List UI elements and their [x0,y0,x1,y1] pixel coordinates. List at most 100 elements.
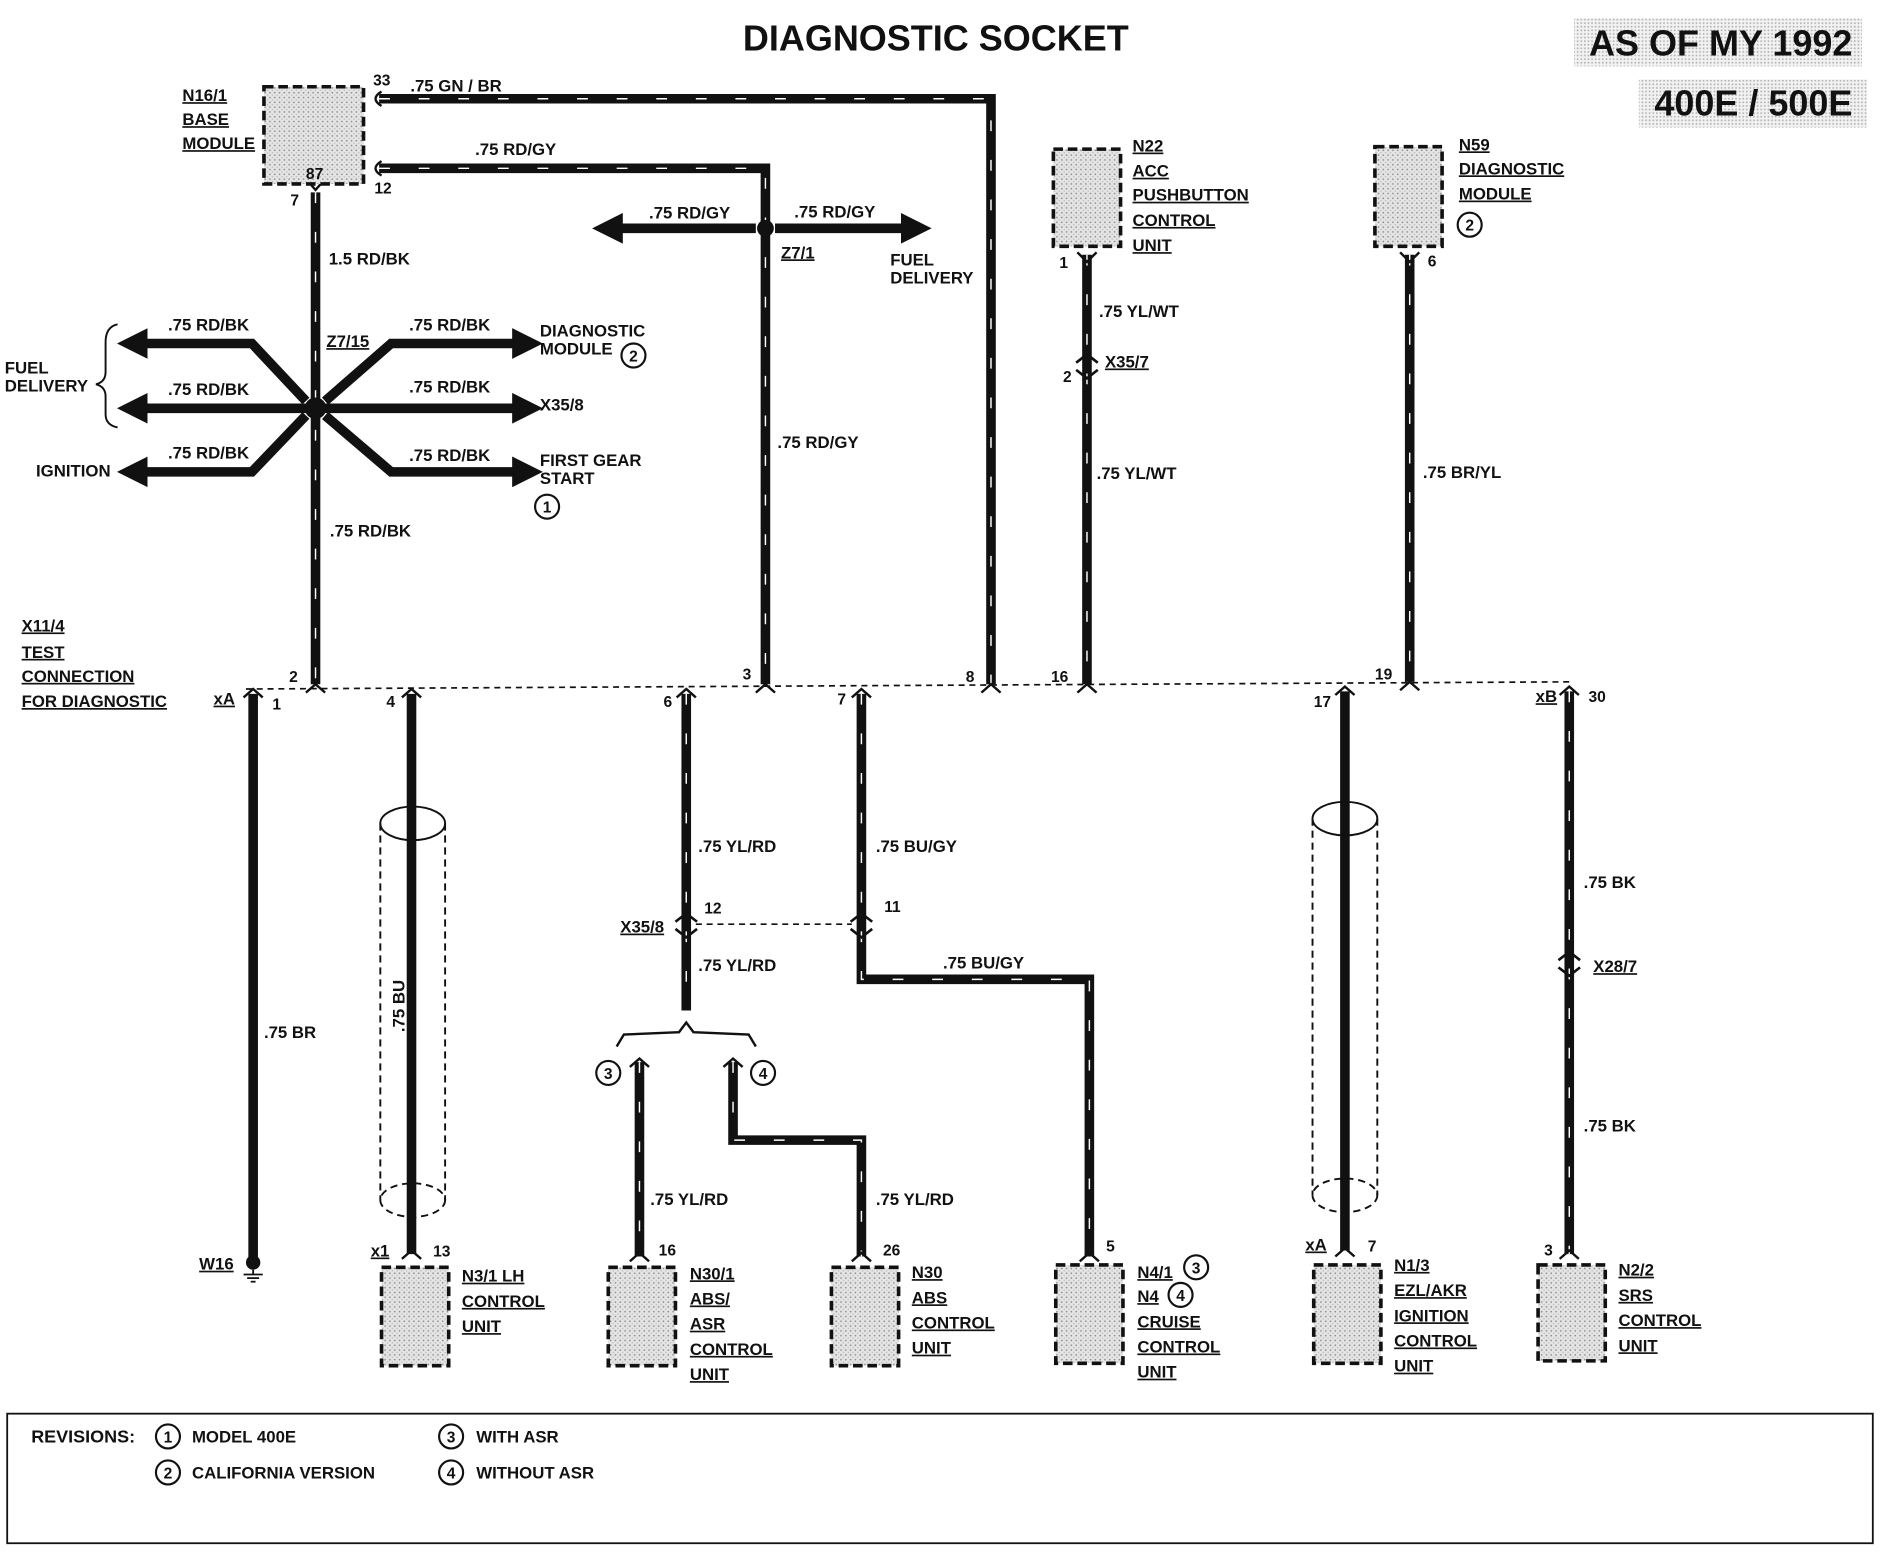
svg-text:IGNITION: IGNITION [36,462,111,481]
revision-markers: 2 2 1 3 4 3 4 [534,211,1483,1308]
svg-text:IGNITION: IGNITION [1394,1306,1469,1325]
model-year-label: AS OF MY 1992 [1589,23,1852,64]
svg-text:FIRST GEAR: FIRST GEAR [540,451,642,470]
shield-n1-3 [1311,800,1379,1214]
svg-text:12: 12 [704,900,722,917]
svg-text:xA: xA [214,690,235,709]
model-year-box [1574,18,1863,67]
socket-pin-marks [242,680,1580,699]
component-pin-hooks [401,251,1580,1263]
svg-text:2: 2 [164,1465,173,1482]
svg-text:.75 BK: .75 BK [1584,873,1636,892]
svg-text:CONTROL: CONTROL [690,1340,773,1359]
svg-text:.75 YL/RD: .75 YL/RD [698,837,776,856]
wire-rd-bk-diag [321,328,543,405]
svg-text:DELIVERY: DELIVERY [5,376,88,395]
svg-text:x1: x1 [371,1241,390,1260]
svg-text:Z7/1: Z7/1 [781,243,815,262]
svg-text:4: 4 [447,1465,456,1482]
svg-text:ABS: ABS [912,1288,947,1307]
svg-text:N30: N30 [912,1263,943,1282]
n16-1-label: N16/1 BASE MODULE [182,86,255,153]
svg-text:2: 2 [289,669,298,686]
svg-text:UNIT: UNIT [1618,1336,1658,1355]
svg-text:N1/3: N1/3 [1394,1256,1429,1275]
wire-rd-gy-main [379,163,771,685]
n59-label: N59 DIAGNOSTIC MODULE [1459,135,1564,203]
n30-1-label: N30/1 ABS/ ASR CONTROL UNIT [690,1264,773,1384]
wire-rd-bk-fuel-1 [116,328,310,405]
svg-text:4: 4 [759,1066,768,1083]
svg-text:6: 6 [1428,254,1437,271]
svg-text:1: 1 [164,1429,173,1446]
svg-text:W16: W16 [199,1255,234,1274]
svg-text:.75 YL/RD: .75 YL/RD [876,1190,954,1209]
svg-text:2: 2 [1063,369,1072,386]
svg-text:.75 YL/RD: .75 YL/RD [698,956,776,975]
svg-text:FUEL: FUEL [5,358,49,377]
svg-text:DIAGNOSTIC: DIAGNOSTIC [540,321,645,340]
n22-label: N22 ACC PUSHBUTTON CONTROL UNIT [1133,137,1249,256]
n1-3-label: N1/3 EZL/AKR IGNITION CONTROL UNIT [1394,1256,1477,1376]
svg-text:.75 BK: .75 BK [1584,1117,1636,1136]
svg-text:8: 8 [966,669,975,686]
svg-text:7: 7 [290,193,299,210]
n30-1-box [606,1265,678,1368]
svg-text:.75 RD/GY: .75 RD/GY [475,140,556,159]
svg-text:33: 33 [373,73,391,90]
svg-text:.75 BU/GY: .75 BU/GY [943,954,1024,973]
svg-text:MODEL 400E: MODEL 400E [192,1427,296,1446]
svg-text:.75 RD/GY: .75 RD/GY [794,203,875,222]
svg-text:13: 13 [433,1243,451,1260]
wires [116,93,1575,1261]
svg-text:UNIT: UNIT [1394,1357,1434,1376]
n16-1-box [262,84,366,186]
svg-text:EZL/AKR: EZL/AKR [1394,1281,1467,1300]
svg-text:1: 1 [543,500,552,517]
inline-connector-marks [674,352,1581,978]
svg-text:11: 11 [884,899,901,916]
svg-text:.75 YL/RD: .75 YL/RD [650,1190,728,1209]
ground-symbol-w16 [243,1255,263,1283]
svg-text:CONTROL: CONTROL [1133,211,1216,230]
n30-box [829,1265,901,1368]
svg-text:.75 RD/BK: .75 RD/BK [168,380,249,399]
svg-text:DELIVERY: DELIVERY [890,269,973,288]
svg-text:.75 RD/BK: .75 RD/BK [330,522,411,541]
svg-text:WITHOUT ASR: WITHOUT ASR [476,1463,594,1482]
wire-yl-rd-n30 [728,1062,867,1257]
svg-text:3: 3 [1192,1260,1201,1277]
n59-box [1373,144,1444,249]
svg-text:.75 GN / BR: .75 GN / BR [410,77,501,96]
svg-text:4: 4 [386,694,395,711]
wire-rd-bk-first-gear [322,411,543,488]
splice-z7-15 [304,397,327,420]
svg-text:CONTROL: CONTROL [1137,1337,1220,1356]
svg-text:BASE: BASE [182,110,229,129]
svg-text:17: 17 [1314,694,1331,711]
destination-labels: FUEL DELIVERY FUEL DELIVERY DIAGNOSTIC M… [5,251,974,488]
wire-labels: .75 GN / BR .75 RD/GY .75 RD/GY .75 RD/G… [168,77,1636,1209]
x11-4-socket-bus [245,680,1575,690]
svg-text:FOR DIAGNOSTIC: FOR DIAGNOSTIC [22,692,167,711]
svg-text:5: 5 [1106,1239,1115,1256]
svg-text:16: 16 [659,1242,677,1259]
svg-text:12: 12 [374,181,392,198]
models-label: 400E / 500E [1654,83,1852,124]
svg-text:WITH ASR: WITH ASR [476,1427,558,1446]
svg-text:.75 YL/WT: .75 YL/WT [1097,464,1178,483]
svg-text:16: 16 [1051,669,1069,686]
svg-text:.75 RD/BK: .75 RD/BK [409,378,490,397]
svg-text:26: 26 [883,1242,901,1259]
svg-text:.75 BU: .75 BU [389,980,408,1032]
svg-text:.75 BR/YL: .75 BR/YL [1423,463,1501,482]
svg-text:3: 3 [743,666,752,683]
svg-text:REVISIONS:: REVISIONS: [31,1426,135,1446]
svg-text:CONTROL: CONTROL [1394,1331,1477,1350]
models-box [1638,79,1867,128]
svg-text:MODULE: MODULE [1459,185,1532,204]
splice-z7-1 [757,219,774,237]
svg-text:2: 2 [629,348,638,365]
svg-text:UNIT: UNIT [690,1365,730,1384]
